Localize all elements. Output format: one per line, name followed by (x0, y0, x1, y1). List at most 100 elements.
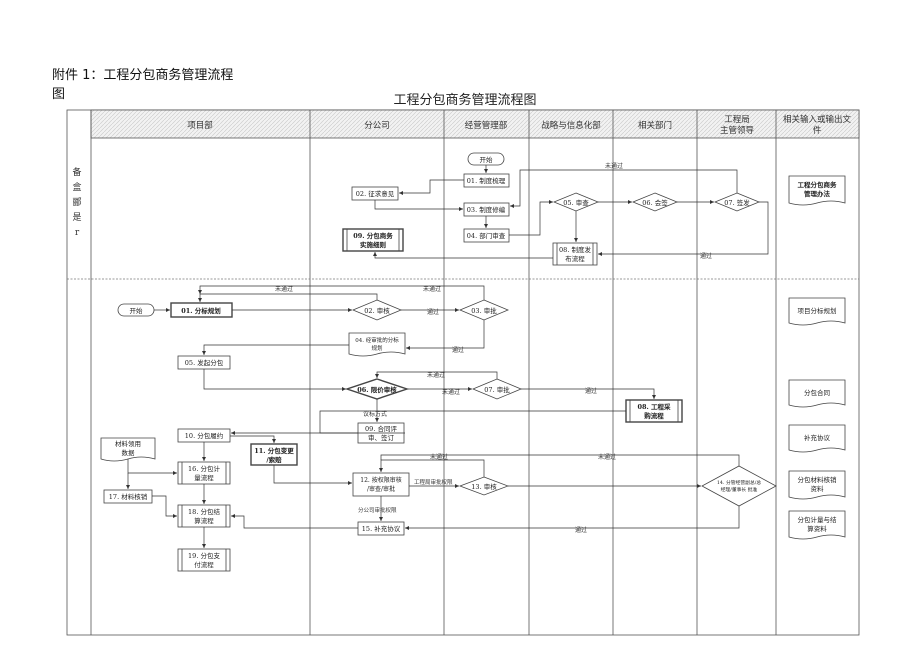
label-process-p09-1: 09. 合同评 (365, 424, 397, 433)
label-document-settlement-1: 分包计量与结 (798, 515, 838, 524)
edge-label-bureau-authority: 工程局审批权限 (414, 478, 453, 486)
process-04 (463, 228, 510, 243)
label-subprocess-p08-1: 08. 工程采 (637, 402, 671, 411)
label-process-p10: 10. 分包履约 (185, 431, 223, 440)
label-subprocess-08-2: 布流程 (565, 254, 585, 263)
side-note: 备 盒 郦 是 r (72, 168, 82, 238)
lane-header-strategy: 战略与信息化部 (541, 120, 601, 131)
label-subprocess-08-1: 08. 制度发 (559, 245, 591, 254)
label-decision-p13: 13. 审核 (471, 482, 497, 491)
label-subprocess-p19-1: 19. 分包支 (188, 551, 220, 560)
document-settlement (788, 510, 846, 540)
edge-label-approved-p03: 通过 (452, 346, 464, 354)
label-document-supplement: 补充协议 (804, 433, 831, 442)
label-document-contract: 分包合同 (804, 388, 830, 397)
document-p04 (348, 332, 406, 357)
label-doc-measures-1: 工程分包商务 (798, 180, 838, 189)
label-subprocess-p08-2: 购流程 (644, 411, 664, 420)
label-process-p15: 15. 补充协议 (362, 524, 401, 533)
label-start-lower: 开始 (130, 306, 144, 315)
edge-label-rejected-p14: 未通过 (598, 453, 616, 461)
lane-header-branch: 分公司 (364, 121, 390, 131)
label-process-p11-1: 11. 分包变更 (254, 446, 294, 455)
label-process-01: 01. 制度梳理 (467, 176, 506, 185)
label-document-material-1: 材料领用 (115, 439, 141, 448)
decision-06 (631, 192, 679, 212)
label-process-02: 02. 征求意见 (356, 189, 395, 198)
label-output-09-1: 09. 分包商务 (353, 231, 393, 240)
lane-header-project: 项目部 (187, 120, 213, 131)
lane-header-leader-1: 工程局 (724, 115, 750, 125)
label-subprocess-p18-1: 18. 分包结 (188, 507, 220, 516)
edge-label-bid-method: 议标方式 (363, 410, 387, 418)
label-decision-p14-2: 经理/董事长 批准 (721, 486, 758, 493)
label-process-p11-2: /索赔 (266, 455, 282, 464)
label-doc-measures-2: 管理办法 (804, 189, 831, 198)
decision-p02 (351, 299, 403, 321)
process-p15 (357, 521, 405, 536)
label-decision-05: 05. 审查 (563, 198, 589, 207)
swimlane-frame (66, 109, 860, 636)
decision-p14 (701, 465, 777, 507)
label-decision-p14-1: 14. 分管经营副总/总 (717, 479, 762, 486)
label-process-p01: 01. 分标规划 (181, 306, 221, 315)
lane-header-files-2: 件 (813, 125, 822, 136)
document-contract (788, 379, 846, 408)
label-document-bid-plan: 项目分标规划 (798, 306, 837, 315)
label-start-upper: 开始 (480, 155, 494, 164)
document-management-measures (788, 175, 846, 206)
lane-header-business: 经营管理部 (465, 120, 508, 131)
process-03 (463, 202, 510, 217)
edge-label-rejected-p06: 未通过 (442, 388, 460, 396)
label-process-p12-2: /审查/审批 (367, 485, 395, 493)
edge-label-approved-upper: 通过 (700, 252, 712, 260)
edge-label-rejected-p13: 未通过 (430, 453, 448, 461)
label-output-09-2: 实施细则 (360, 240, 387, 249)
decision-p07 (471, 378, 523, 400)
label-process-04: 04. 部门审查 (467, 231, 506, 240)
label-decision-p07: 07. 审批 (484, 385, 510, 394)
edge-label-approved-p07: 通过 (585, 387, 597, 395)
edge-label-approved-p14: 通过 (575, 526, 587, 534)
label-document-p04-1: 04. 经审批的分标 (355, 336, 399, 344)
edge-label-rejected-p03: 未通过 (423, 285, 441, 293)
label-process-p05: 05. 发起分包 (185, 358, 224, 367)
label-subprocess-p19-2: 付流程 (194, 560, 214, 569)
output-09 (342, 228, 404, 252)
document-bid-plan (788, 297, 846, 326)
document-supplement (788, 424, 846, 453)
edge-label-rejected-p02: 未通过 (275, 285, 293, 293)
edge-label-rejected-p07: 未通过 (427, 371, 445, 379)
edge-label-branch-authority: 分公司审批权限 (358, 506, 397, 514)
label-process-p09-2: 审、签订 (368, 433, 395, 442)
upper-connectors (372, 165, 769, 259)
label-subprocess-p18-2: 算流程 (194, 516, 214, 525)
edge-label-rejected-upper: 未通过 (605, 162, 623, 170)
label-document-material-verify-1: 分包材料核销 (798, 475, 838, 484)
label-subprocess-p16-2: 量流程 (194, 473, 214, 482)
decision-07 (713, 192, 761, 212)
lower-connectors (125, 285, 740, 548)
label-subprocess-p16-1: 16. 分包计 (188, 464, 220, 473)
label-decision-p03: 03. 审批 (471, 306, 497, 315)
process-p17 (103, 489, 153, 504)
lane-headers: 项目部 分公司 经营管理部 战略与信息化部 相关部门 工程局 主管领导 相关输入… (187, 114, 851, 136)
edge-label-approved-p02: 通过 (427, 308, 439, 316)
label-process-p17: 17. 材料核销 (109, 492, 148, 501)
document-material-verify (788, 470, 846, 500)
label-decision-07: 07. 签发 (724, 198, 750, 207)
subprocess-p19 (177, 548, 231, 572)
label-process-p12-1: 12. 按权限审核 (360, 476, 401, 484)
subprocess-08 (552, 242, 598, 266)
label-process-03: 03. 制度修编 (467, 205, 506, 214)
diagram-title: 工程分包商务管理流程图 (393, 93, 537, 108)
label-document-material-verify-2: 资料 (811, 484, 825, 493)
lane-header-files-1: 相关输入或输出文 (783, 114, 852, 125)
lane-header-leader-2: 主管领导 (720, 125, 755, 136)
label-document-settlement-2: 算资料 (807, 524, 827, 533)
page-heading: 附件 1：工程分包商务管理流程图 (52, 68, 234, 102)
label-decision-06: 06. 会签 (642, 198, 668, 207)
decision-p13 (458, 476, 510, 496)
label-document-p04-2: 规划 (371, 344, 382, 352)
